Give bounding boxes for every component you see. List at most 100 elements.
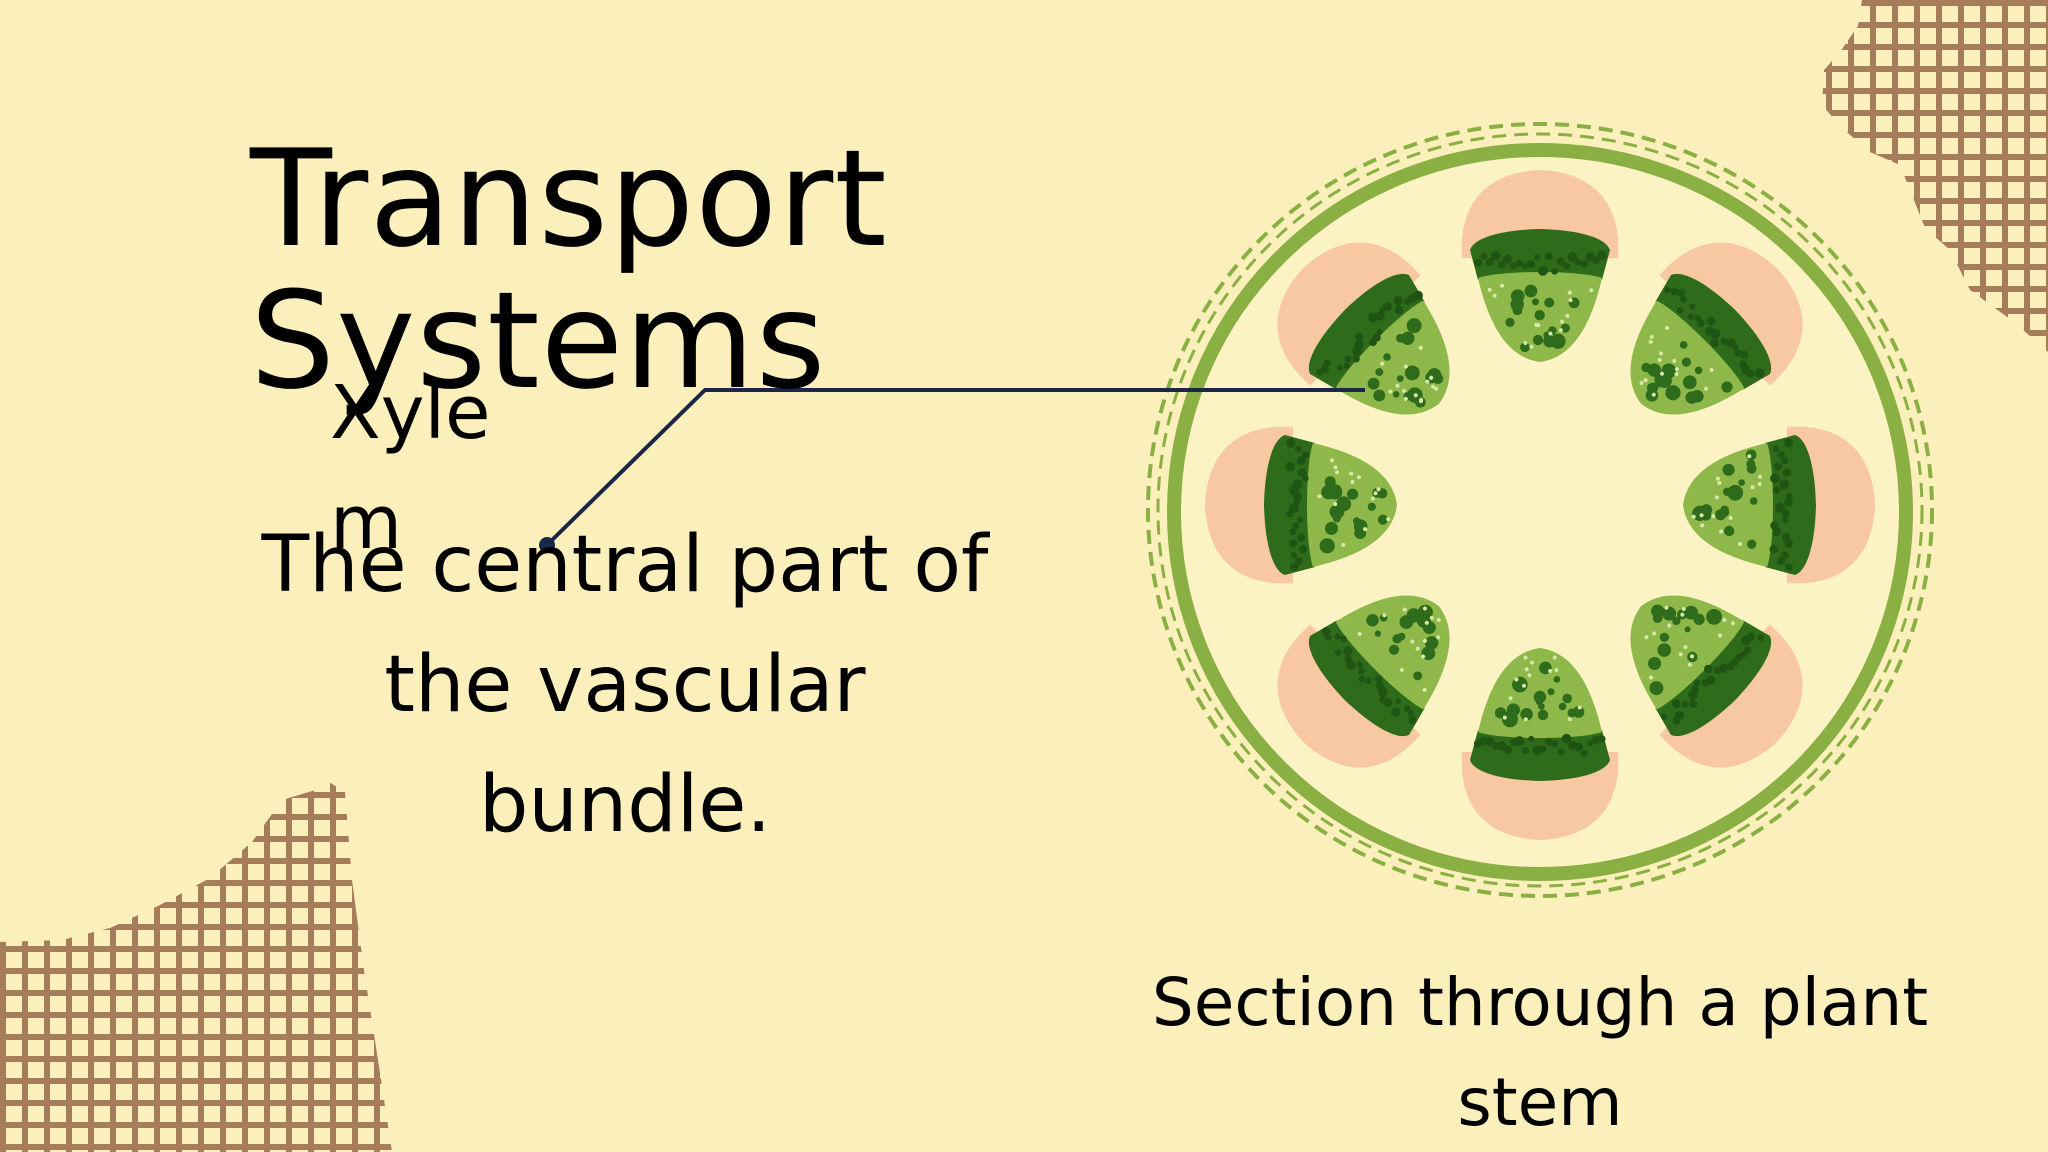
cell-dot [1776,556,1786,566]
vessel-dot [1553,676,1561,683]
vessel-dot [1537,709,1549,721]
cell-dot [1562,262,1571,270]
cell-dot [1679,295,1687,303]
speckle-dot [1373,491,1378,496]
vascular-bundle [1277,242,1450,415]
speckle-dot [1652,631,1657,636]
vessel-dot [1505,317,1515,327]
cell-dot [1337,364,1344,371]
cell-dot [1294,557,1303,566]
speckle-dot [1402,607,1407,612]
vascular-bundle [1205,426,1397,584]
cell-dot [1340,635,1347,643]
speckle-dot [1700,523,1705,528]
cell-dot [1784,438,1794,448]
speckle-dot [1333,502,1338,507]
vessel-dot [1510,289,1525,303]
vessel-dot [1562,693,1572,704]
vessel-dot [1377,514,1389,525]
speckle-dot [1568,298,1573,303]
speckle-dot [1674,367,1679,372]
speckle-dot [1399,667,1404,672]
speckle-dot [1317,494,1322,499]
speckle-dot [1554,668,1559,672]
speckle-dot [1667,623,1672,628]
speckle-dot [1508,696,1513,701]
speckle-dot [1730,621,1735,626]
vessel-dot [1691,390,1704,403]
cell-dot [1706,316,1716,326]
speckle-dot [1434,386,1439,391]
cell-dot [1521,746,1529,754]
speckle-dot [1548,331,1553,336]
cell-dot [1343,362,1350,370]
speckle-dot [1644,635,1649,640]
cell-dot [1334,633,1341,640]
vessel-dot [1746,459,1756,469]
cell-dot [1664,286,1671,294]
vessel-dot [1367,502,1376,511]
vessel-dot [1324,476,1336,488]
cell-dot [1592,256,1600,264]
speckle-dot [1436,635,1441,640]
speckle-dot [1487,287,1492,292]
speckle-dot [1674,372,1679,377]
diagram-caption: Section through a plant stem [1151,964,1929,1141]
cell-dot [1689,303,1696,310]
vessel-dot [1520,708,1533,721]
vessel-dot [1684,626,1691,633]
vessel-dot [1532,298,1539,306]
vessel-dot [1396,375,1404,383]
cell-dot [1713,666,1722,675]
cell-dot [1740,650,1747,658]
cell-dot [1325,634,1332,641]
vessel-dot [1383,353,1391,361]
speckle-dot [1395,383,1400,388]
vessel-dot [1682,375,1697,390]
vessel-dot [1715,509,1727,521]
cell-dot [1734,349,1742,357]
cell-dot [1390,707,1401,717]
speckle-dot [1388,389,1393,394]
cell-dot [1490,250,1501,261]
vessel-dot [1672,616,1681,626]
cell-dot [1785,563,1793,571]
cell-dot [1374,675,1383,683]
cell-dot [1697,319,1705,327]
vessel-dot [1722,487,1732,496]
vascular-bundle [1630,242,1803,415]
cell-dot [1375,311,1385,321]
cell-dot [1383,302,1393,312]
speckle-dot [1691,514,1696,519]
vessel-dot [1661,363,1677,379]
speckle-dot [1341,542,1346,547]
cell-dot [1775,503,1786,513]
cell-dot [1741,635,1752,646]
vessel-dot [1534,310,1545,321]
vessel-dot [1424,636,1439,650]
cell-dot [1660,713,1668,720]
cell-dot [1757,634,1765,642]
vessel-dot [1321,484,1336,500]
cell-dot [1587,740,1594,747]
vessel-dot [1558,702,1567,711]
vascular-bundle [1461,648,1619,840]
speckle-dot [1718,633,1723,638]
speckle-dot [1567,717,1572,722]
speckle-dot [1401,388,1406,393]
speckle-dot [1719,529,1724,534]
vessel-dot [1679,340,1688,349]
vessel-dot [1494,707,1507,719]
speckle-dot [1523,341,1528,345]
cell-dot [1292,479,1303,490]
cell-dot [1694,314,1701,322]
cell-dot [1772,445,1779,453]
cell-dot [1393,295,1404,306]
cell-dot [1772,486,1781,494]
cell-dot [1297,468,1307,477]
speckle-dot [1757,482,1762,486]
cell-dot [1688,690,1698,701]
cell-dot [1784,497,1793,507]
speckle-dot [1565,313,1570,318]
cell-dot [1769,545,1778,554]
